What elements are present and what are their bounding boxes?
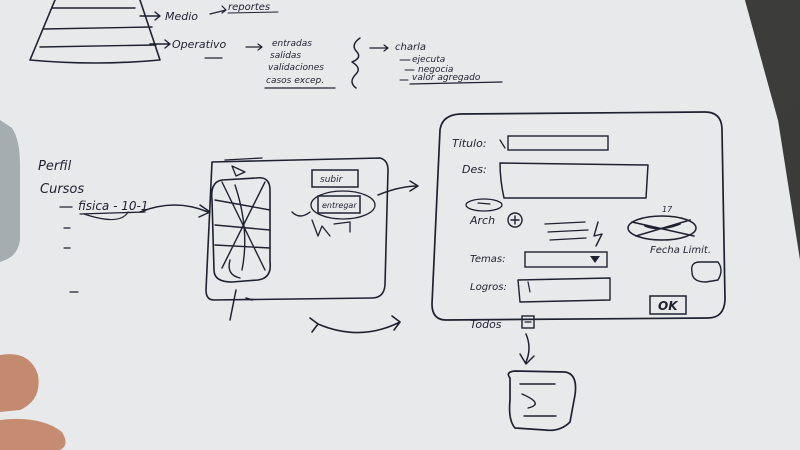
- course-item[interactable]: fisica - 10-1: [78, 199, 148, 213]
- pyramid-level-operativo: Operativo: [172, 38, 227, 51]
- bracket-item: ejecuta: [412, 55, 445, 65]
- window-tab-marker: [224, 157, 263, 177]
- entregar-button[interactable]: [317, 195, 361, 214]
- scribble-text: [311, 219, 351, 237]
- bidirectional-arrow: [309, 315, 401, 334]
- bracket-item: valor agregado: [412, 73, 481, 83]
- underline: [79, 211, 146, 215]
- archivo-label: Arch: [469, 214, 495, 227]
- cursor-mark: [527, 281, 531, 293]
- curly-brace: [351, 37, 361, 89]
- temas-label: Temas:: [470, 254, 505, 265]
- background-corner: [745, 0, 800, 120]
- todos-checkbox[interactable]: [521, 315, 535, 329]
- pyramid-line: [43, 26, 153, 30]
- finger: [0, 354, 39, 412]
- arrow: [149, 39, 171, 49]
- logros-input[interactable]: [517, 277, 611, 303]
- pyramid-outline: [29, 0, 161, 64]
- operativo-item: entradas: [272, 39, 312, 49]
- lightning-icon: [593, 221, 603, 247]
- arrow-down: [519, 333, 535, 365]
- descripcion-textarea[interactable]: [499, 162, 649, 199]
- connector: [291, 211, 311, 217]
- fecha-limite-label: Fecha Limit.: [650, 245, 711, 256]
- operativo-item: salidas: [270, 51, 301, 61]
- device-edge: [0, 120, 20, 262]
- descripcion-label: Des:: [462, 163, 487, 176]
- pyramid-line: [39, 44, 157, 48]
- scratch-marks: [214, 181, 271, 271]
- fecha-pill[interactable]: [627, 215, 697, 241]
- ok-label: OK: [658, 299, 679, 313]
- middle-window-frame: [205, 157, 389, 301]
- file-list-lines: [544, 221, 589, 241]
- fecha-number: 17: [662, 205, 673, 214]
- arrow-to-sketch: [139, 204, 209, 213]
- cursos-heading: Cursos: [40, 182, 84, 197]
- scratch-marks: [228, 259, 241, 279]
- scroll-marker: [229, 289, 253, 321]
- logros-label: Logros:: [470, 282, 507, 293]
- form-window-frame: [431, 111, 726, 321]
- calendar-box[interactable]: [690, 261, 722, 283]
- pyramid-diagram: [29, 0, 171, 64]
- operativo-item: casos excep.: [266, 76, 324, 86]
- arrow: [245, 43, 263, 51]
- underline: [227, 11, 279, 14]
- titulo-input[interactable]: [507, 135, 609, 151]
- arrow: [369, 44, 389, 52]
- todos-label: Todos: [470, 318, 502, 331]
- document-icon: [507, 370, 577, 432]
- pyramid-note-reportes: reportes: [228, 2, 270, 13]
- add-file-icon[interactable]: [507, 212, 523, 228]
- ok-button[interactable]: [649, 295, 687, 315]
- arrow-to-form: [377, 180, 419, 196]
- bracket-item: negocia: [418, 65, 453, 75]
- bracket-item: charla: [395, 42, 426, 53]
- titulo-label: Titulo:: [452, 137, 487, 150]
- scribble: [83, 211, 129, 221]
- arrow: [209, 5, 227, 15]
- temas-select[interactable]: [524, 251, 608, 268]
- circle-highlight: [310, 190, 376, 220]
- finger-lower: [0, 418, 66, 450]
- operativo-item: validaciones: [268, 63, 324, 73]
- chevron-down-icon: [590, 256, 600, 263]
- subir-button[interactable]: [311, 169, 359, 188]
- perfil-heading: Perfil: [38, 159, 72, 174]
- fecha-scratch: [631, 219, 695, 237]
- underline: [409, 81, 503, 85]
- subir-label: subir: [320, 175, 344, 185]
- scratched-list: [210, 176, 272, 283]
- plus-icon: [510, 215, 520, 225]
- small-oval-button[interactable]: [465, 198, 503, 212]
- document-lines: [519, 383, 557, 417]
- entregar-label: entregar: [322, 201, 357, 210]
- oval-mark: [477, 202, 491, 205]
- cursor-mark: [499, 139, 506, 149]
- pyramid-level-medio: Medio: [165, 10, 198, 23]
- arrow: [139, 11, 161, 21]
